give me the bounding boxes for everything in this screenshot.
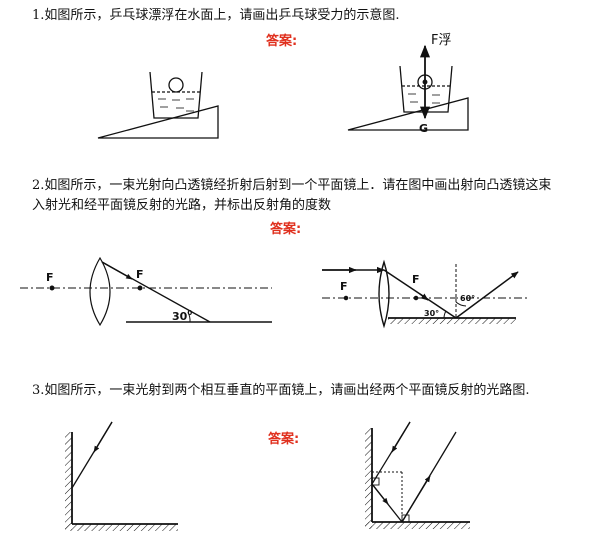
answer-label-1: 答案: — [266, 34, 298, 49]
question-1: 1.如图所示，乒乓球漂浮在水面上，请画出乒乓球受力的示意图. — [32, 8, 400, 23]
focus-label-left-2: F — [136, 268, 144, 281]
focus-point-left-1 — [49, 285, 55, 291]
focus-point-left-2 — [137, 285, 143, 291]
answer-label-3: 答案: — [268, 432, 300, 447]
right-angle-marker-2 — [401, 514, 410, 523]
question-3: 3.如图所示，一束光射到两个相互垂直的平面镜上，请画出经两个平面镜反射的光路图. — [32, 383, 530, 398]
focus-label-left-1: F — [46, 271, 54, 284]
angle-label-right: 30° — [424, 309, 439, 318]
incline-right — [347, 97, 469, 131]
angle-arc-left — [187, 311, 191, 323]
gravity-label: G — [419, 122, 428, 135]
angle-arc-right — [443, 310, 447, 319]
q2-answer-figure — [322, 259, 530, 329]
mirror-hatching-right — [388, 318, 516, 324]
buoyancy-label: F浮 — [431, 33, 451, 48]
angle-label-left: 300 — [172, 309, 192, 323]
focus-label-right-2: F — [412, 273, 420, 286]
convex-lens-right — [378, 259, 390, 329]
question-2-line-1: 2.如图所示，一束光射向凸透镜经折射后射到一个平面镜上．请在图中画出射向凸透镜这… — [32, 178, 552, 193]
focus-point-right-2 — [413, 295, 419, 301]
convex-lens-left — [89, 256, 111, 327]
beaker-left — [149, 71, 203, 119]
reflected-ray-right — [455, 271, 519, 319]
reflect-arc-right — [455, 301, 467, 307]
center-dot — [422, 79, 428, 85]
question-2-line-2: 入射光和经平面镜反射的光路，并标出反射角的度数 — [32, 198, 332, 213]
water-ripples-right — [408, 93, 440, 104]
answer-label-2: 答案: — [270, 222, 302, 237]
q1-answer-figure — [347, 44, 469, 131]
q2-figure — [20, 256, 272, 327]
reflect-angle-label: 60° — [460, 294, 475, 303]
q1-figure — [97, 71, 219, 139]
q3-figure — [65, 421, 178, 531]
incline-left — [97, 105, 219, 139]
right-angle-marker-1 — [371, 477, 380, 486]
focus-label-right-1: F — [340, 280, 348, 293]
ping-pong-ball-left — [168, 77, 184, 93]
water-ripples-left — [158, 98, 194, 112]
focus-point-right-1 — [343, 295, 349, 301]
q3-answer-figure — [365, 421, 470, 529]
